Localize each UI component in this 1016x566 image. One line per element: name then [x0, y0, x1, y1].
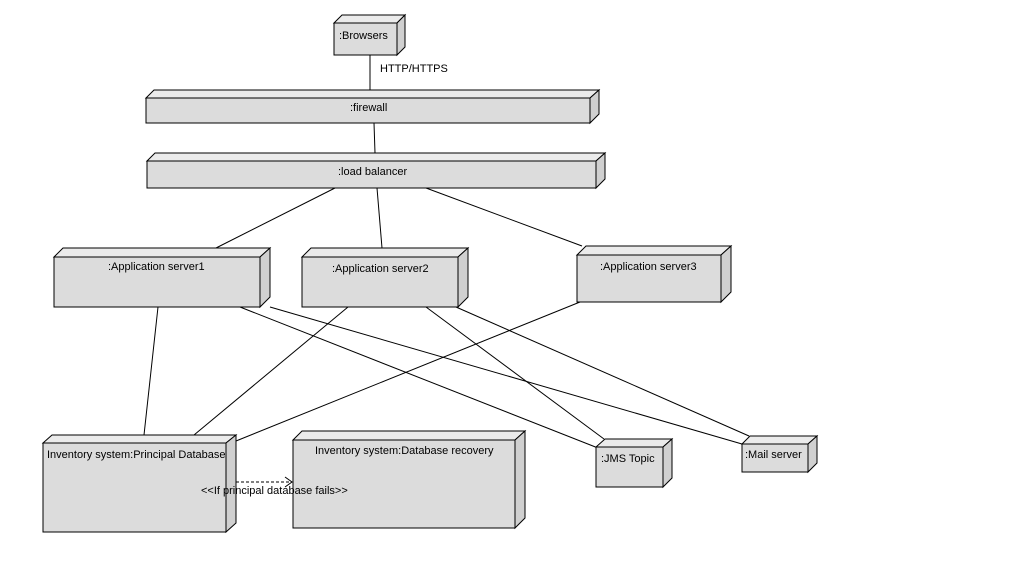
- browsers-label: :Browsers: [339, 30, 388, 42]
- mail-server-label: :Mail server: [745, 449, 802, 461]
- firewall-label: :firewall: [350, 102, 387, 114]
- app-server3-label: :Application server3: [600, 261, 697, 273]
- firewall-top-face: [144, 89, 601, 99]
- link-firewall-loadbalancer: [373, 122, 376, 154]
- principal-db-top-face: [41, 434, 238, 444]
- app-server1-top-face: [52, 247, 272, 258]
- app-server3-side-face: [720, 244, 732, 304]
- link-app1-jms: [239, 306, 599, 449]
- load-balancer-front-face: [146, 160, 597, 189]
- node-load-balancer: :load balancer: [145, 151, 607, 190]
- link-app2-principal-db: [193, 306, 349, 436]
- protocol-label: HTTP/HTTPS: [380, 63, 448, 75]
- jms-topic-side-face: [662, 437, 673, 489]
- jms-topic-top-face: [594, 438, 674, 448]
- browsers-front-face: [333, 22, 398, 56]
- connection-lines: [143, 55, 750, 488]
- app-server3-top-face: [575, 245, 733, 256]
- mail-server-top-face: [740, 435, 819, 445]
- link-loadbalancer-app2: [376, 187, 383, 249]
- node-firewall: :firewall: [144, 88, 601, 125]
- firewall-front-face: [145, 97, 591, 124]
- failover-label: <<If principal database fails>>: [201, 485, 348, 497]
- principal-db-front-face: [42, 442, 227, 533]
- jms-topic-label: :JMS Topic: [601, 453, 655, 465]
- load-balancer-label: :load balancer: [338, 166, 407, 178]
- node-app-server3: :Application server3: [575, 244, 733, 304]
- node-browsers: :Browsers: [332, 13, 407, 57]
- mail-server-front-face: [741, 443, 809, 473]
- link-app2-jms: [425, 306, 605, 440]
- app-server2-top-face: [300, 247, 470, 258]
- node-mail-server: :Mail server: [740, 434, 819, 474]
- load-balancer-top-face: [145, 152, 607, 162]
- link-app3-principal-db: [235, 301, 581, 442]
- recovery-db-label: Inventory system:Database recovery: [315, 445, 494, 457]
- link-app1-mail: [269, 306, 743, 445]
- link-app2-mail: [455, 306, 750, 437]
- failover-arrowhead: [284, 476, 293, 488]
- recovery-db-side-face: [514, 429, 526, 530]
- app-server2-side-face: [457, 246, 469, 309]
- link-app1-principal-db: [143, 306, 159, 436]
- link-loadbalancer-app3: [425, 187, 583, 247]
- jms-topic-front-face: [595, 446, 664, 488]
- node-principal-database: Inventory system:Principal Database: [41, 433, 238, 534]
- recovery-db-front-face: [292, 439, 516, 529]
- app-server2-front-face: [301, 256, 459, 308]
- app-server2-label: :Application server2: [332, 263, 429, 275]
- node-app-server1: :Application server1: [52, 246, 272, 309]
- node-jms-topic: :JMS Topic: [594, 437, 674, 489]
- principal-db-side-face: [225, 433, 237, 534]
- app-server1-label: :Application server1: [108, 261, 205, 273]
- app-server1-side-face: [259, 246, 271, 309]
- link-loadbalancer-app1: [215, 187, 336, 249]
- node-app-server2: :Application server2: [300, 246, 470, 309]
- app-server3-front-face: [576, 254, 722, 303]
- app-server1-front-face: [53, 256, 261, 308]
- principal-db-label: Inventory system:Principal Database: [47, 449, 226, 461]
- recovery-db-top-face: [291, 430, 527, 441]
- node-recovery-database: Inventory system:Database recovery: [291, 429, 527, 530]
- browsers-top-face: [332, 14, 407, 24]
